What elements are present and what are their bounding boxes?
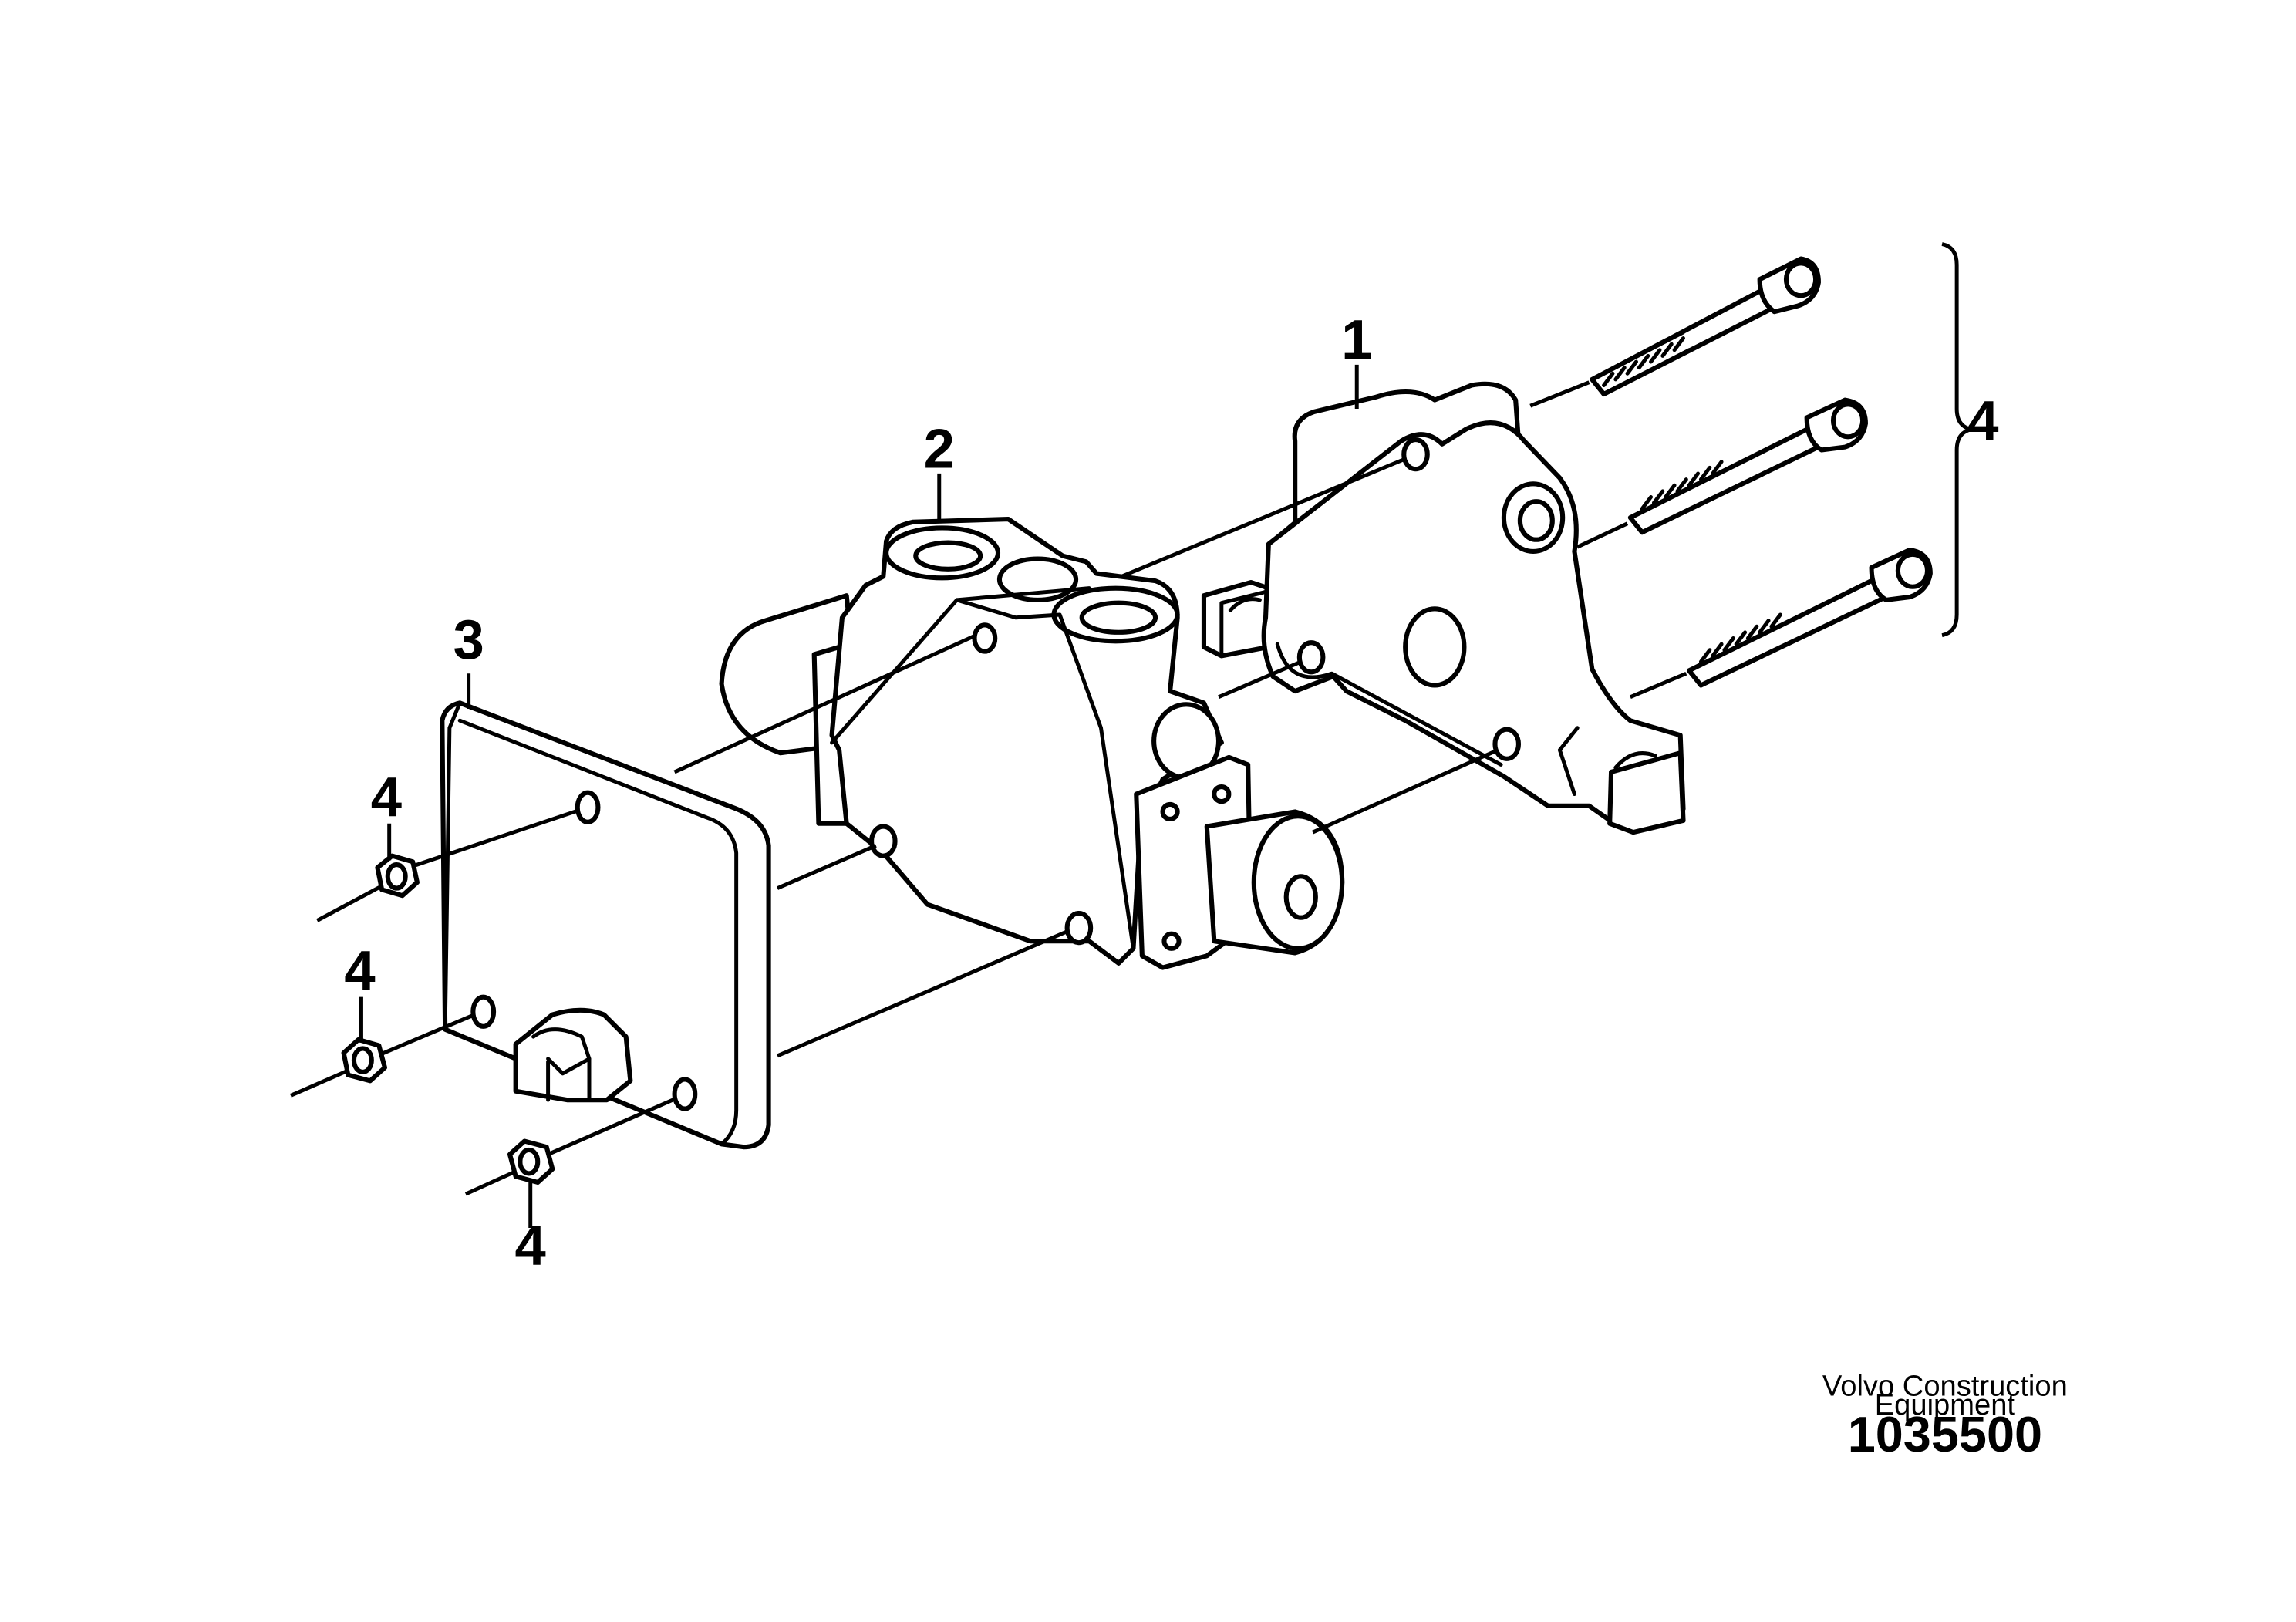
callout-label-part-2: 2: [924, 417, 955, 480]
callout-label-part-1: 1: [1341, 309, 1372, 371]
alignment-lines: [289, 380, 1687, 1196]
end-plate-part-1: [1201, 381, 1686, 835]
bolt-middle: [1627, 397, 1868, 535]
valve-body-part-2: [719, 516, 1345, 970]
nut-middle: [341, 1037, 388, 1084]
callout-label-nut-middle: 4: [344, 939, 375, 1002]
credit-line-1: Volvo Construction: [1822, 1369, 2068, 1402]
callout-leaders: [359, 242, 1972, 1229]
credit-line-2: Equipment: [1875, 1388, 2016, 1421]
nut-bottom: [507, 1138, 555, 1185]
bolt-top: [1590, 256, 1821, 397]
callout-label-bolts: 4: [1967, 389, 1998, 452]
callout-label-nut-bottom: 4: [515, 1215, 546, 1277]
cover-plate-part-3: [440, 700, 771, 1150]
diagram-reference-number: 1035500: [1848, 1406, 2042, 1462]
callout-label-part-3: 3: [453, 609, 484, 671]
nut-top: [375, 853, 420, 899]
bolt-bottom: [1687, 548, 1933, 688]
callout-label-nut-top: 4: [371, 766, 402, 828]
